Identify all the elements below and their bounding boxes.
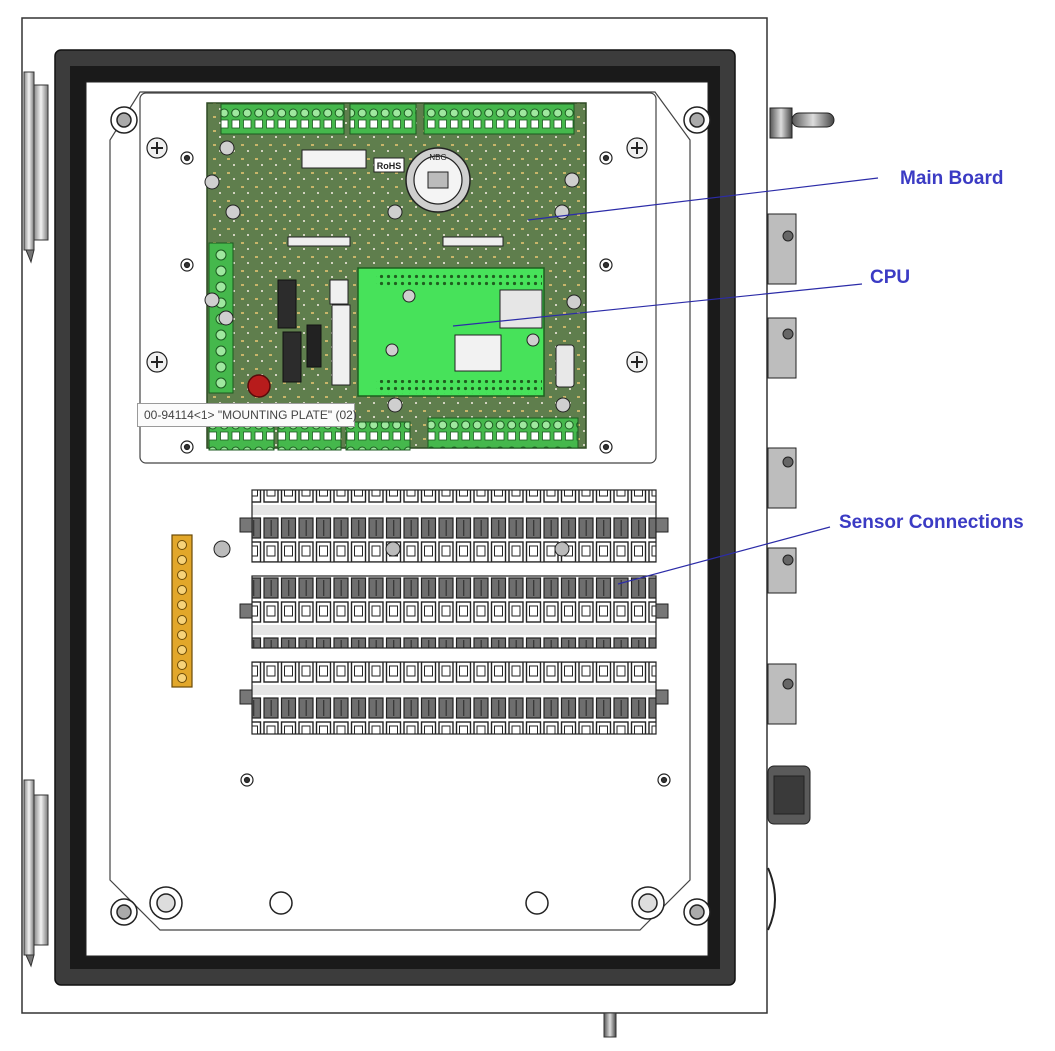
connector-vertical bbox=[331, 304, 351, 386]
battery-label: NBG bbox=[429, 153, 446, 162]
cpu-callout: CPU bbox=[870, 267, 911, 288]
sd-card-slot bbox=[454, 334, 502, 372]
cpu-standoff-3 bbox=[526, 333, 540, 347]
terminal-block-top-1 bbox=[220, 103, 345, 135]
cpu-module bbox=[357, 267, 545, 397]
main-board-callout: Main Board bbox=[900, 168, 1004, 189]
rohs-label-group: RoHS bbox=[373, 157, 405, 173]
terminal-block-bottom-3 bbox=[345, 421, 411, 451]
reset-button bbox=[247, 374, 271, 398]
ethernet-jack bbox=[499, 289, 543, 329]
sensor-connections-callout: Sensor Connections bbox=[839, 512, 1024, 533]
connector-small bbox=[329, 279, 349, 305]
rohs-label: RoHS bbox=[377, 161, 402, 171]
leader-lines bbox=[452, 177, 879, 585]
header-connector bbox=[277, 279, 297, 329]
hinge-icon bbox=[23, 71, 49, 968]
mounting-holes bbox=[110, 106, 711, 926]
sensor-terminal-strips bbox=[251, 489, 657, 735]
ribbon-connector-right bbox=[442, 236, 504, 247]
latch-knob bbox=[769, 107, 835, 139]
terminal-block-top-3 bbox=[423, 103, 575, 135]
mounting-stud bbox=[213, 540, 231, 558]
screw-icon bbox=[146, 137, 671, 787]
cpu-standoff-1 bbox=[402, 289, 416, 303]
cpu-header-top bbox=[376, 272, 542, 286]
header-connector-2 bbox=[282, 331, 302, 383]
ribbon-connector-left bbox=[287, 236, 351, 247]
board-standoffs bbox=[204, 140, 582, 413]
terminal-strip-2 bbox=[251, 575, 657, 649]
ground-bar bbox=[171, 534, 193, 688]
cpu-header-bottom bbox=[376, 380, 542, 394]
pin-header bbox=[306, 324, 322, 368]
terminal-strip-3 bbox=[251, 661, 657, 735]
usb-connector bbox=[555, 344, 575, 388]
terminal-block-bottom-4 bbox=[427, 417, 579, 449]
terminal-strip-1 bbox=[251, 489, 657, 563]
bottom-pin bbox=[603, 1012, 617, 1038]
terminal-strip-end-clips bbox=[239, 517, 669, 705]
terminal-strip-screw-1 bbox=[385, 541, 401, 557]
terminal-strip-screw-2 bbox=[554, 541, 570, 557]
coin-battery: NBG bbox=[405, 147, 471, 213]
cpu-standoff-2 bbox=[385, 343, 399, 357]
terminal-block-top-2 bbox=[349, 103, 417, 135]
ground-bar-screws bbox=[177, 540, 187, 683]
connector-icon bbox=[301, 149, 367, 169]
cable-gland-icon bbox=[767, 213, 811, 931]
mounting-plate-tooltip: 00-94114<1> "MOUNTING PLATE" (02) bbox=[137, 403, 357, 427]
